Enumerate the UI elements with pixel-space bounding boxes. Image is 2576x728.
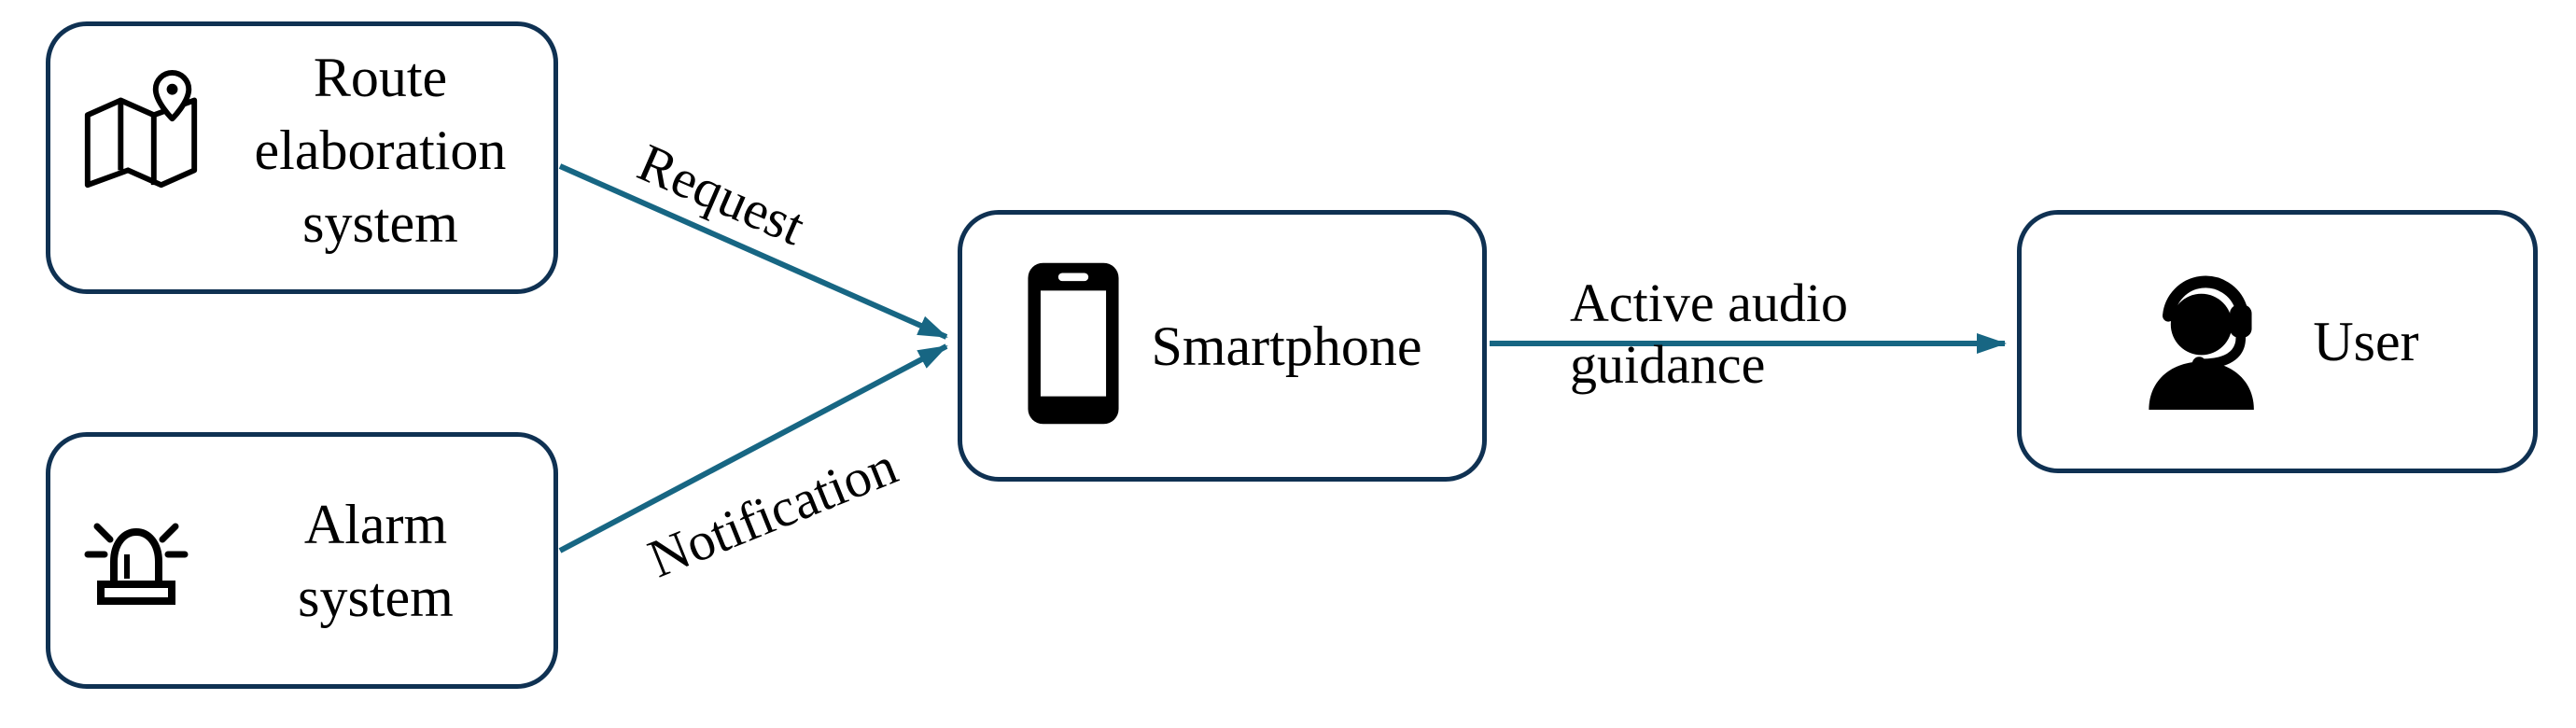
node-label: Smartphone bbox=[1151, 315, 1422, 377]
edge-label-request: Request bbox=[629, 132, 814, 258]
node-label: Alarm system bbox=[298, 493, 454, 628]
user-headset-icon bbox=[2135, 270, 2285, 414]
smartphone-icon bbox=[1023, 260, 1124, 431]
node-user: User bbox=[2017, 210, 2538, 473]
map-icon bbox=[77, 67, 205, 201]
node-label: User bbox=[2313, 311, 2419, 372]
edge-label-notification: Notification bbox=[639, 435, 905, 590]
alarm-icon bbox=[77, 498, 196, 623]
node-route-elaboration-system: Route elaboration system bbox=[46, 21, 558, 294]
node-label: Route elaboration system bbox=[254, 47, 507, 254]
node-smartphone: Smartphone bbox=[958, 210, 1487, 482]
edge-label-active-audio-guidance: Active audio guidance bbox=[1570, 273, 1848, 396]
node-alarm-system: Alarm system bbox=[46, 432, 558, 689]
